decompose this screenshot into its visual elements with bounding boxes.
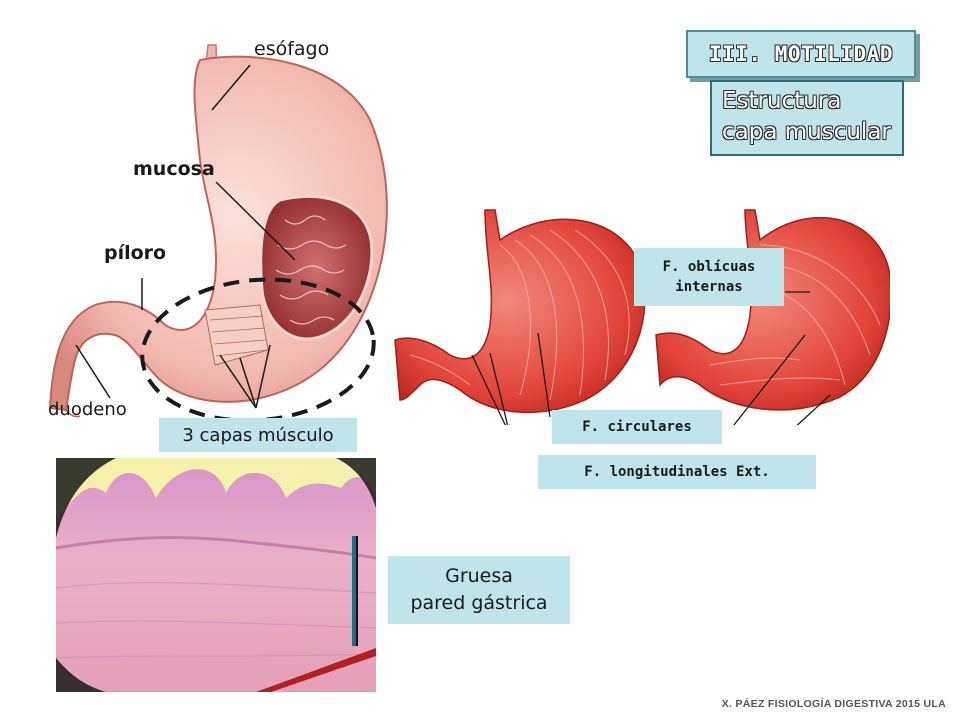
slide-subtitle: Estructura capa muscular (710, 80, 904, 156)
label-piloro: píloro (104, 242, 167, 264)
label-fibras-longitudinales: F. longitudinales Ext. (538, 455, 816, 489)
label-duodeno: duodeno (48, 399, 127, 420)
label-fibras-obliquas-internas: F. oblícuas internas (634, 248, 784, 306)
gruesa-line-2: pared gástrica (410, 592, 548, 614)
slide-title: III. MOTILIDAD (686, 30, 916, 78)
label-mucosa: mucosa (133, 158, 215, 180)
muscle-layers-illustration (394, 209, 890, 425)
label-3-capas-musculo: 3 capas músculo (159, 418, 357, 452)
slide-footer: X. PÁEZ FISIOLOGÍA DIGESTIVA 2015 ULA (721, 698, 946, 710)
stomach-anatomy-illustration (48, 44, 388, 423)
obliquas-line-2: internas (675, 279, 743, 295)
label-fibras-circulares: F. circulares (552, 410, 722, 444)
gruesa-line-1: Gruesa (445, 565, 513, 587)
subtitle-line-2: capa muscular (722, 119, 891, 145)
subtitle-line-1: Estructura (722, 88, 842, 114)
obliquas-line-1: F. oblícuas (662, 259, 756, 275)
label-esofago: esófago (254, 38, 330, 60)
label-gruesa-pared-gastrica: Gruesa pared gástrica (388, 556, 570, 624)
histology-section-image (56, 458, 376, 692)
